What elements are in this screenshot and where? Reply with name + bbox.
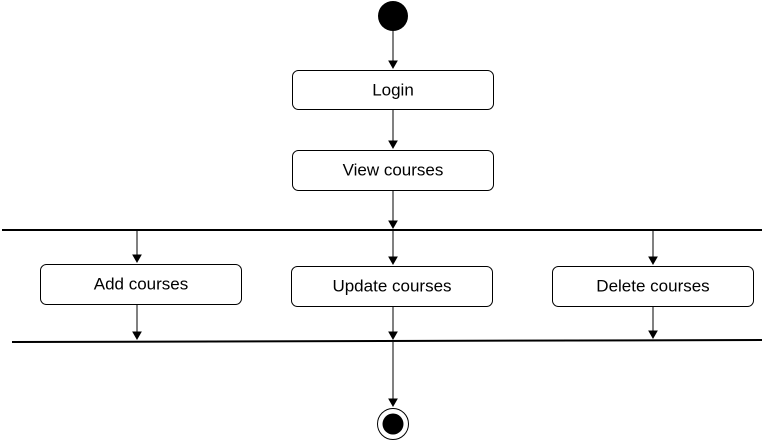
action-label-view-courses: View courses — [343, 161, 444, 180]
action-label-delete-courses: Delete courses — [596, 277, 709, 296]
final-node — [377, 408, 409, 440]
action-label-update-courses: Update courses — [332, 277, 451, 296]
action-node-add-courses: Add courses — [40, 264, 242, 305]
action-label-login: Login — [372, 81, 414, 100]
initial-node — [378, 1, 408, 31]
action-node-login: Login — [292, 70, 494, 110]
action-node-view-courses: View courses — [292, 150, 494, 191]
join-bar — [11, 339, 763, 343]
action-node-update-courses: Update courses — [291, 266, 493, 307]
action-label-add-courses: Add courses — [94, 275, 189, 294]
action-node-delete-courses: Delete courses — [552, 266, 754, 307]
